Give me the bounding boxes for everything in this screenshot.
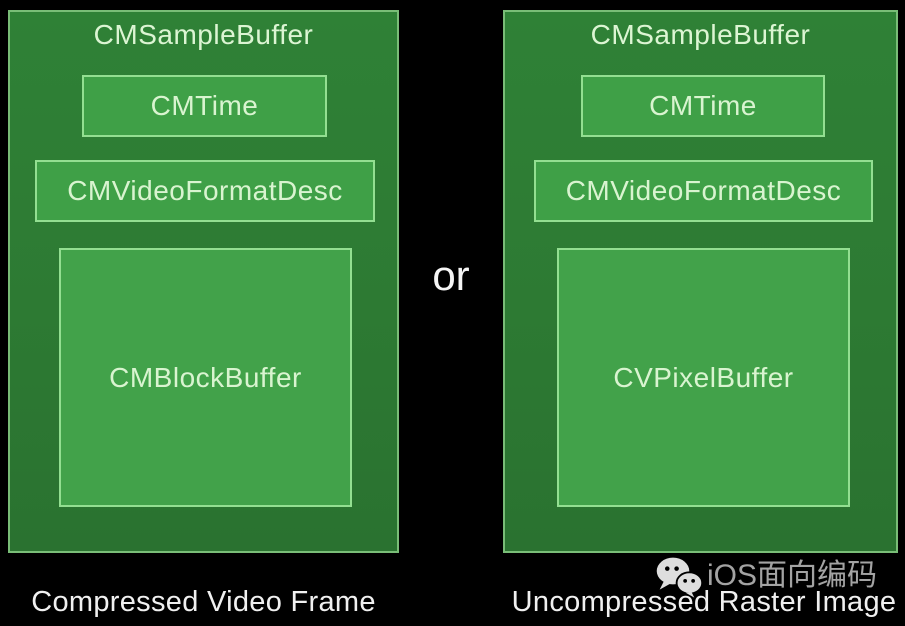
watermark-text: iOS面向编码: [707, 559, 878, 592]
block-buffer-label: CMBlockBuffer: [109, 361, 302, 393]
cmtime-box: CMTime: [581, 75, 825, 137]
pixel-buffer-label: CVPixelBuffer: [613, 361, 794, 393]
or-separator-label: or: [432, 252, 470, 299]
panel-title: CMSampleBuffer: [93, 19, 314, 50]
watermark: iOS面向编码: [655, 556, 877, 603]
video-format-desc-box: CMVideoFormatDesc: [35, 160, 375, 222]
cmtime-box: CMTime: [82, 75, 327, 137]
caption-compressed: Compressed Video Frame: [31, 586, 376, 618]
cmtime-label: CMTime: [150, 90, 259, 121]
video-format-desc-box: CMVideoFormatDesc: [534, 160, 873, 222]
block-buffer-box: CMBlockBuffer: [59, 248, 352, 507]
panel-uncompressed: CMSampleBuffer CMTime CMVideoFormatDesc …: [503, 10, 898, 553]
video-format-desc-label: CMVideoFormatDesc: [67, 175, 343, 206]
panel-title: CMSampleBuffer: [590, 19, 811, 50]
cmtime-label: CMTime: [649, 90, 757, 121]
pixel-buffer-box: CVPixelBuffer: [557, 248, 850, 507]
panel-compressed: CMSampleBuffer CMTime CMVideoFormatDesc …: [8, 10, 399, 553]
video-format-desc-label: CMVideoFormatDesc: [565, 175, 842, 206]
caption-uncompressed: Uncompressed Raster Image: [511, 586, 897, 618]
wechat-icon: [655, 556, 704, 603]
